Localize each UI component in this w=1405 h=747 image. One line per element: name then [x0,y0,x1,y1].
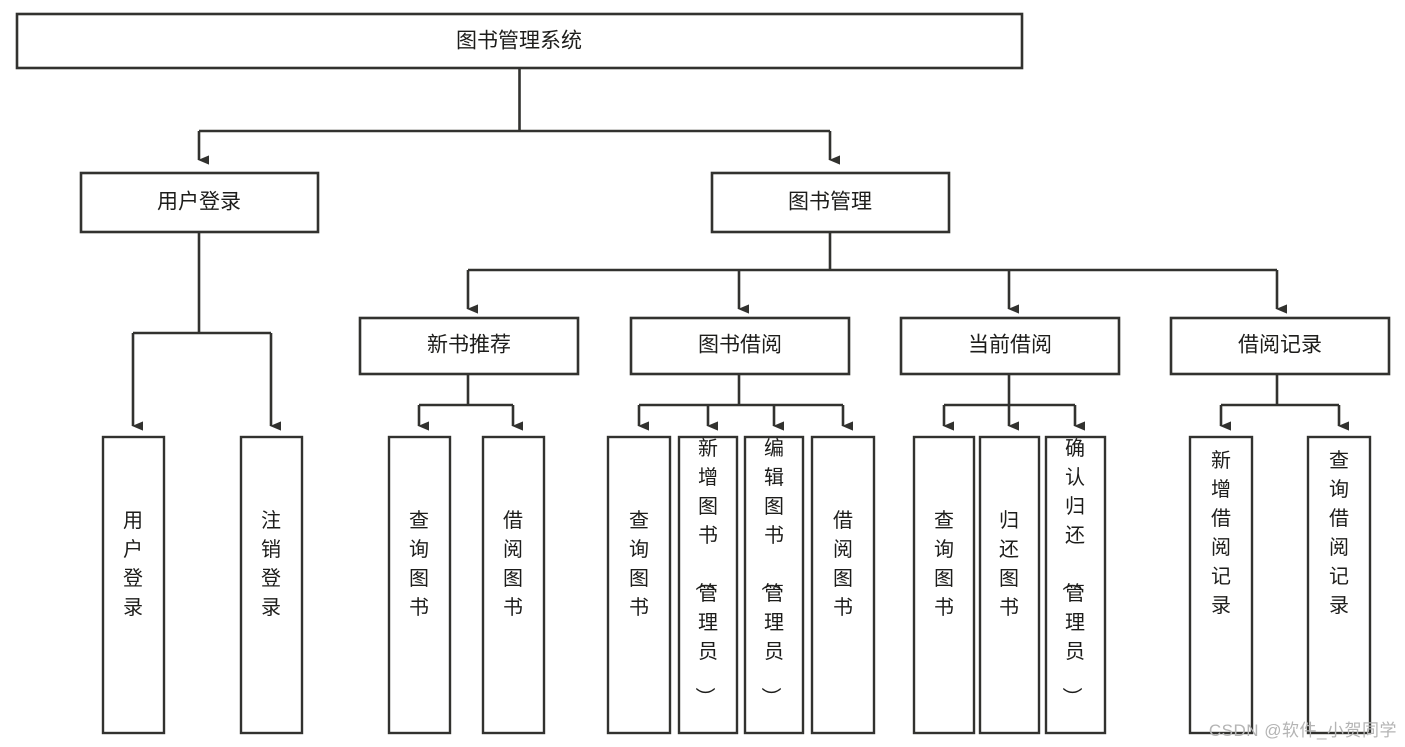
node-current-borrow-box[interactable] [899,316,1121,376]
leaf-user-login-2-box[interactable] [239,435,304,735]
node-layer: 图书管理系统 用户登录 图书管理 新书推荐 图书借阅 当前 [15,12,1391,735]
leaf-user-login-1-box[interactable] [101,435,166,735]
leaf-book-borrow-2-box[interactable] [677,435,739,735]
leaf-book-borrow-3-label: 编辑图书（管理员） [759,437,784,707]
leaf-new-book-1-label: 查询图书 [409,509,429,619]
leaf-book-borrow-4[interactable]: 借阅图书 [810,435,876,735]
node-user-login-box[interactable] [79,171,320,234]
node-user-login-label: 用户登录 [157,191,241,214]
leaf-current-borrow-1-label: 查询图书 [934,509,954,619]
leaf-book-borrow-1[interactable]: 查询图书 [606,435,672,735]
leaf-new-book-2[interactable]: 借阅图书 [481,435,546,735]
leaf-borrow-records-2-box[interactable] [1306,435,1372,735]
leaf-book-borrow-4-label: 借阅图书 [833,509,853,619]
leaf-current-borrow-3-label: 确认归还（管理员） [1060,437,1085,707]
leaf-current-borrow-1-box[interactable] [912,435,976,735]
leaf-current-borrow-2-box[interactable] [978,435,1041,735]
leaf-book-borrow-4-box[interactable] [810,435,876,735]
leaf-borrow-records-2-label: 查询借阅记录 [1329,449,1349,617]
leaf-user-login-1[interactable]: 用户登录 [101,435,166,735]
leaf-current-borrow-3-box[interactable] [1044,435,1107,735]
leaf-new-book-2-box[interactable] [481,435,546,735]
leaf-user-login-2-label: 注销登录 [261,509,281,619]
node-borrow-records[interactable]: 借阅记录 [1169,316,1391,376]
leaf-borrow-records-2[interactable]: 查询借阅记录 [1306,435,1372,735]
leaf-new-book-1-box[interactable] [387,435,452,735]
node-borrow-records-box[interactable] [1169,316,1391,376]
node-book-borrow-box[interactable] [629,316,851,376]
node-book-management[interactable]: 图书管理 [710,171,951,234]
node-borrow-records-label: 借阅记录 [1238,334,1322,357]
node-book-borrow-label: 图书借阅 [698,334,782,357]
node-new-book-recommend-box[interactable] [358,316,580,376]
leaf-current-borrow-3[interactable]: 确认归还（管理员） [1044,435,1107,735]
edge-layer [131,68,1349,431]
leaf-user-login-2[interactable]: 注销登录 [239,435,304,735]
leaf-book-borrow-2-label: 新增图书（管理员） [693,437,718,707]
leaf-current-borrow-2[interactable]: 归还图书 [978,435,1041,735]
node-current-borrow-label: 当前借阅 [968,334,1052,357]
leaf-current-borrow-1[interactable]: 查询图书 [912,435,976,735]
node-new-book-recommend[interactable]: 新书推荐 [358,316,580,376]
node-new-book-recommend-label: 新书推荐 [427,334,511,357]
leaf-book-borrow-3[interactable]: 编辑图书（管理员） [743,435,805,735]
leaf-new-book-2-label: 借阅图书 [503,509,523,619]
node-book-management-label: 图书管理 [788,191,872,214]
leaf-current-borrow-2-label: 归还图书 [999,509,1019,619]
leaf-borrow-records-1-label: 新增借阅记录 [1211,449,1231,617]
node-root[interactable]: 图书管理系统 [15,12,1024,70]
leaf-book-borrow-1-box[interactable] [606,435,672,735]
leaf-user-login-1-label: 用户登录 [123,510,143,619]
node-current-borrow[interactable]: 当前借阅 [899,316,1121,376]
node-user-login[interactable]: 用户登录 [79,171,320,234]
node-root-label: 图书管理系统 [456,30,582,53]
node-book-management-box[interactable] [710,171,951,234]
node-book-borrow[interactable]: 图书借阅 [629,316,851,376]
leaf-book-borrow-3-box[interactable] [743,435,805,735]
leaf-book-borrow-1-label: 查询图书 [629,509,649,619]
leaf-book-borrow-2[interactable]: 新增图书（管理员） [677,435,739,735]
node-root-box[interactable] [15,12,1024,70]
leaf-borrow-records-1-box[interactable] [1188,435,1254,735]
leaf-new-book-1[interactable]: 查询图书 [387,435,452,735]
leaf-borrow-records-1[interactable]: 新增借阅记录 [1188,435,1254,735]
